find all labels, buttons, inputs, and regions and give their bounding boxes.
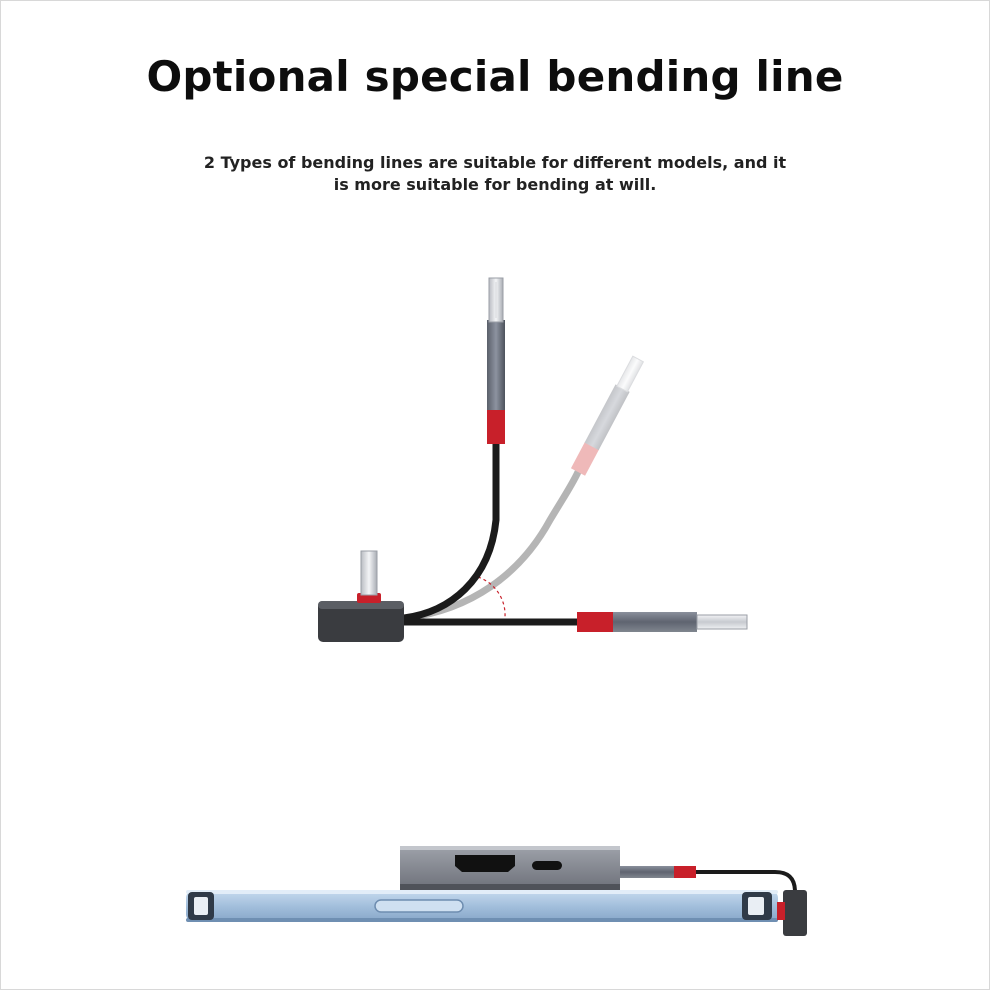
phone-body (186, 890, 778, 922)
horizontal-cable-tip (696, 614, 748, 630)
horizontal-cable-red-ring (577, 612, 613, 632)
angled-connector-block (318, 550, 404, 642)
side-plugged-connector (783, 890, 807, 936)
ghost-bent-cable (402, 355, 645, 622)
phone-side-button (374, 899, 464, 913)
vertical-cable-red-ring (487, 410, 505, 444)
phone-with-hub (186, 846, 807, 936)
page-subtitle: 2 Types of bending lines are suitable fo… (203, 153, 787, 194)
bend-angle-arc (477, 576, 506, 618)
horizontal-straight-cable (400, 612, 748, 632)
usb-c-port-icon (532, 861, 562, 870)
horizontal-cable-connector (613, 612, 697, 632)
upright-usb-c-plug (360, 550, 378, 596)
vertical-bent-cable (400, 277, 505, 622)
page-title: Optional special bending line (146, 52, 844, 101)
hdmi-port-icon (455, 855, 515, 872)
vertical-cable-connector (487, 320, 505, 410)
